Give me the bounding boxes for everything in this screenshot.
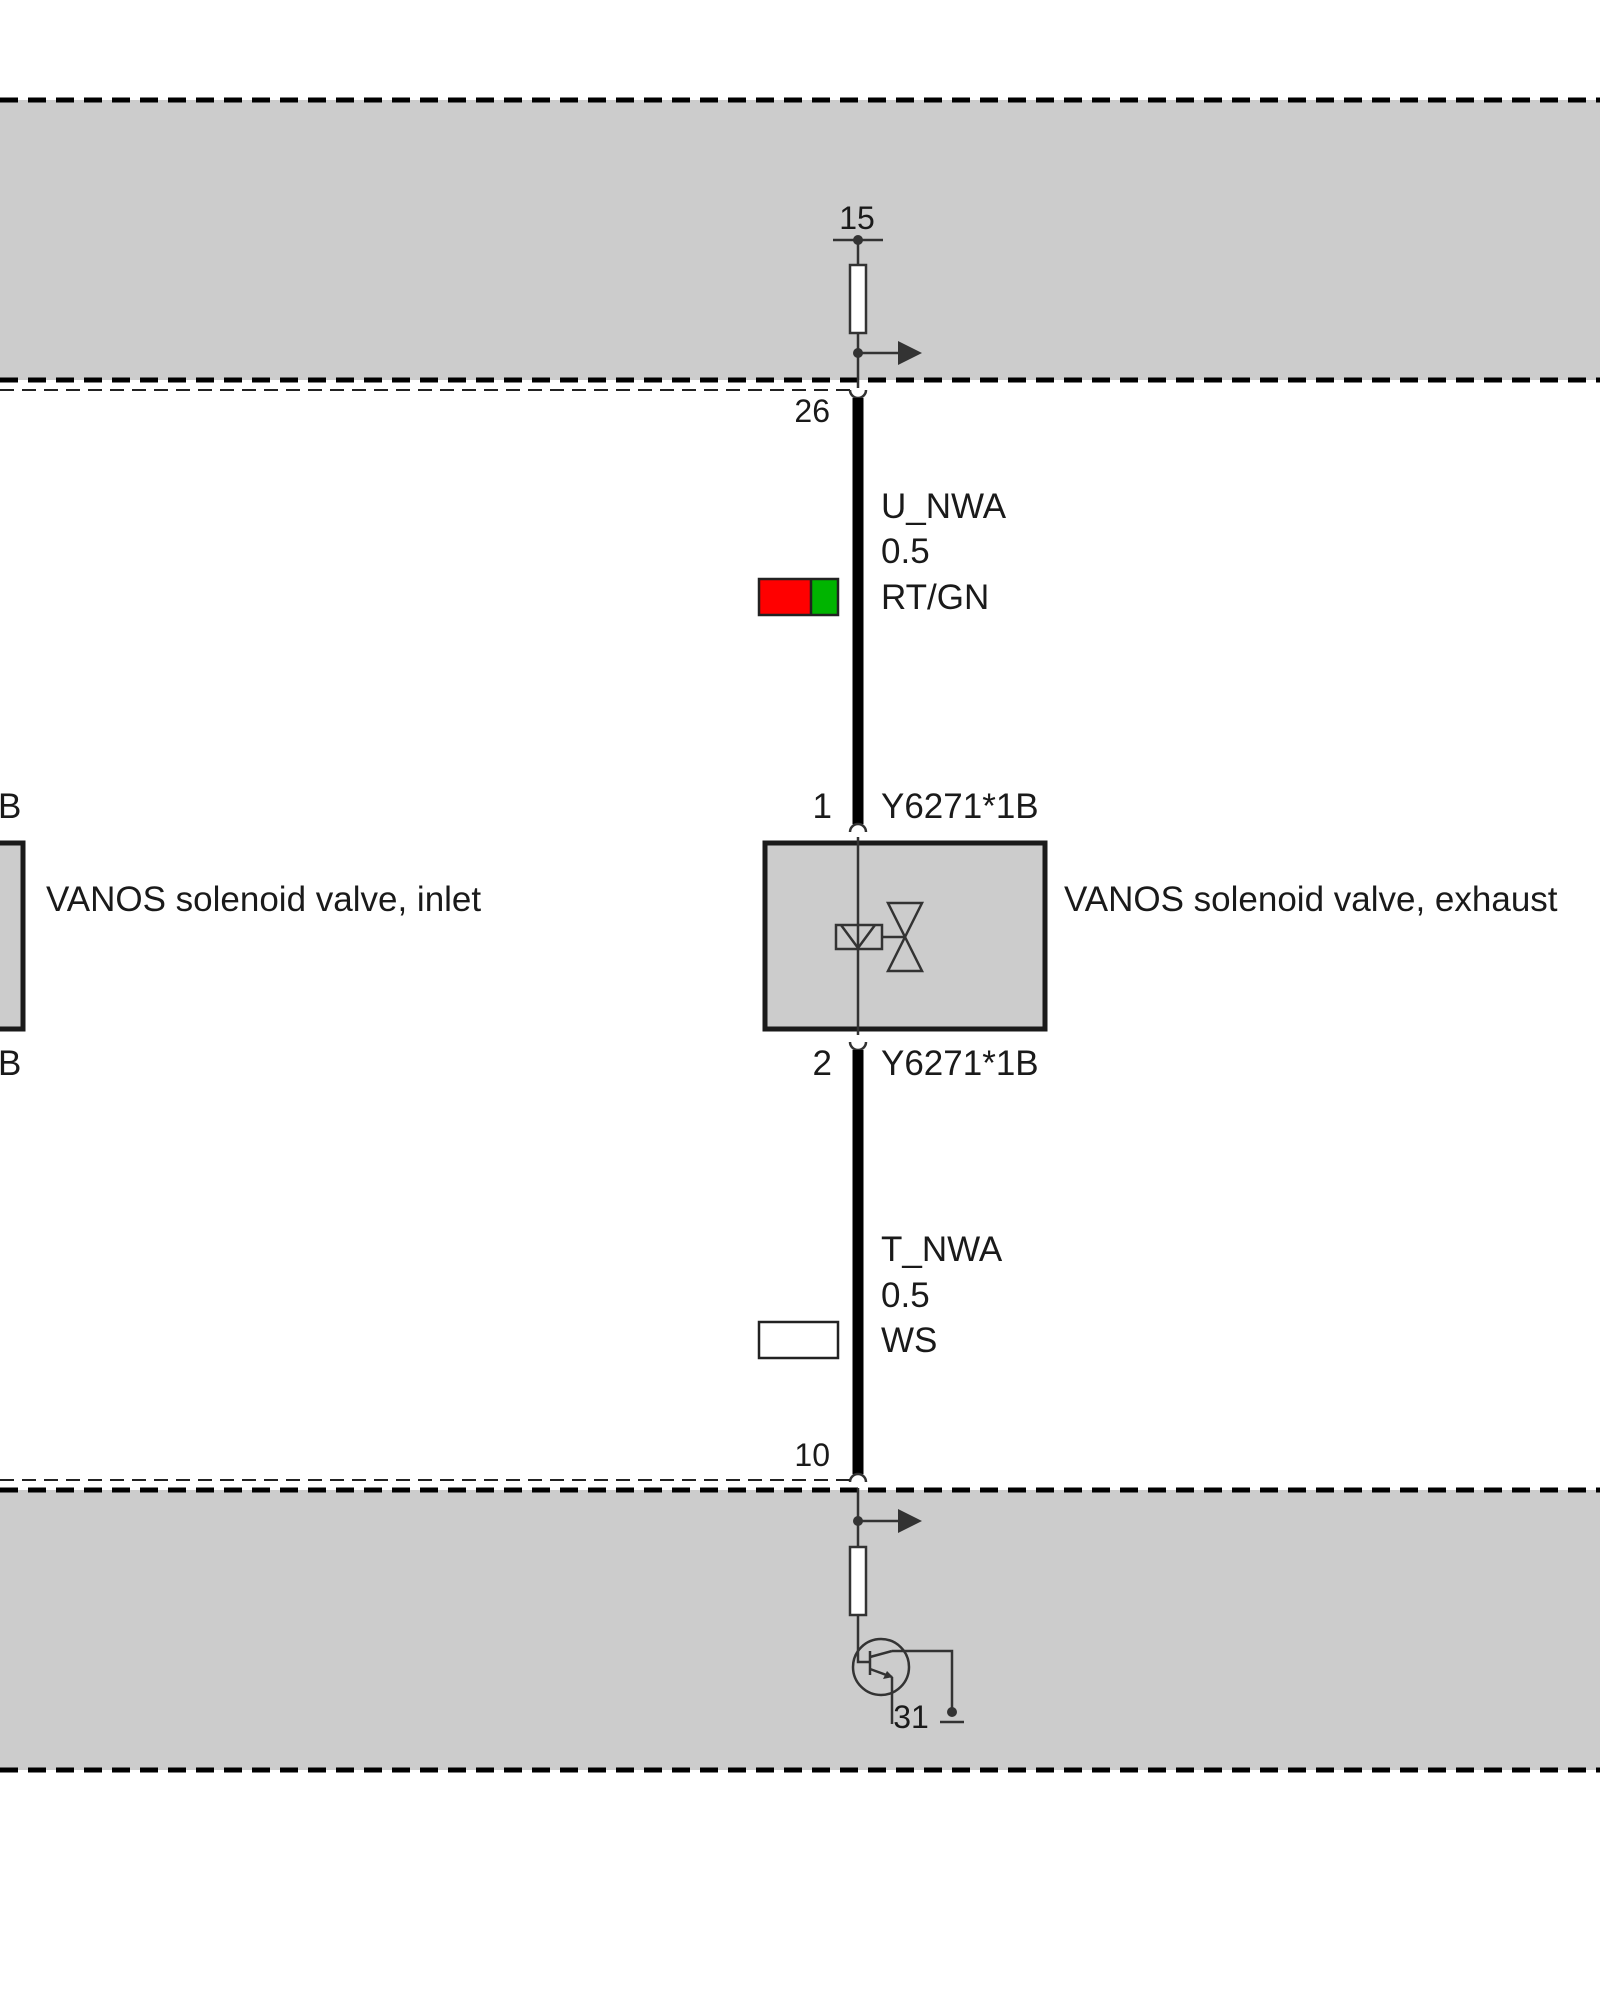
valve-exhaust-connector-bottom: Y6271*1B bbox=[881, 1044, 1039, 1083]
ground-icon bbox=[940, 1707, 964, 1724]
resistor-icon bbox=[848, 1545, 868, 1617]
wire-color-swatch bbox=[757, 577, 840, 617]
wire-supply: U_NWA 0.5 RT/GN bbox=[757, 389, 1007, 833]
pin-26-label: 26 bbox=[794, 393, 830, 429]
valve-inlet: B VANOS solenoid valve, inlet B bbox=[0, 787, 481, 1083]
signal-arrow-icon bbox=[898, 341, 922, 365]
wire-supply-color-code: RT/GN bbox=[881, 578, 989, 617]
valve-inlet-connector-top: B bbox=[0, 787, 21, 826]
ecu-bottom-panel bbox=[0, 1490, 1600, 1770]
npn-transistor-icon bbox=[851, 1637, 954, 1724]
ecu-top-panel bbox=[0, 100, 1600, 380]
valve-exhaust-pin-bottom: 2 bbox=[813, 1044, 832, 1083]
valve-inlet-name: VANOS solenoid valve, inlet bbox=[46, 880, 481, 919]
terminal-31-label: 31 bbox=[893, 1699, 929, 1735]
wire-return-signal: T_NWA bbox=[881, 1230, 1003, 1269]
wire-color-swatch-stripe bbox=[811, 579, 838, 615]
connector-cup-top bbox=[848, 389, 868, 400]
wire-return: T_NWA 0.5 WS 10 bbox=[757, 1041, 1003, 1483]
wire-supply-signal: U_NWA bbox=[881, 487, 1007, 526]
wire-color-swatch-primary bbox=[759, 579, 811, 615]
valve-exhaust-connector-top: Y6271*1B bbox=[881, 787, 1039, 826]
wire-return-gauge: 0.5 bbox=[881, 1276, 930, 1315]
pin-10-label: 10 bbox=[794, 1437, 830, 1473]
valve-inlet-body bbox=[0, 840, 26, 1032]
ecu-bottom-section: 31 bbox=[0, 1479, 1600, 1773]
valve-exhaust-pin-top: 1 bbox=[813, 787, 832, 826]
signal-arrow-icon bbox=[898, 1509, 922, 1533]
ecu-top-section: 15 26 bbox=[0, 97, 1600, 429]
wire-color-swatch-white bbox=[757, 1320, 840, 1360]
terminal-15-label: 15 bbox=[839, 200, 875, 236]
resistor-icon bbox=[848, 263, 868, 335]
connector-cup-pin2 bbox=[848, 1041, 868, 1052]
wire-return-color-code: WS bbox=[881, 1321, 937, 1360]
wire-supply-gauge: 0.5 bbox=[881, 532, 930, 571]
valve-exhaust: 1 Y6271*1B VANOS solenoid valve, exhaust… bbox=[762, 787, 1558, 1083]
valve-exhaust-name: VANOS solenoid valve, exhaust bbox=[1064, 880, 1558, 919]
connector-cup-pin1 bbox=[848, 822, 868, 833]
valve-inlet-connector-bottom: B bbox=[0, 1044, 21, 1083]
solenoid-valve-icon bbox=[834, 901, 925, 973]
connector-cup-bottom bbox=[848, 1472, 868, 1483]
